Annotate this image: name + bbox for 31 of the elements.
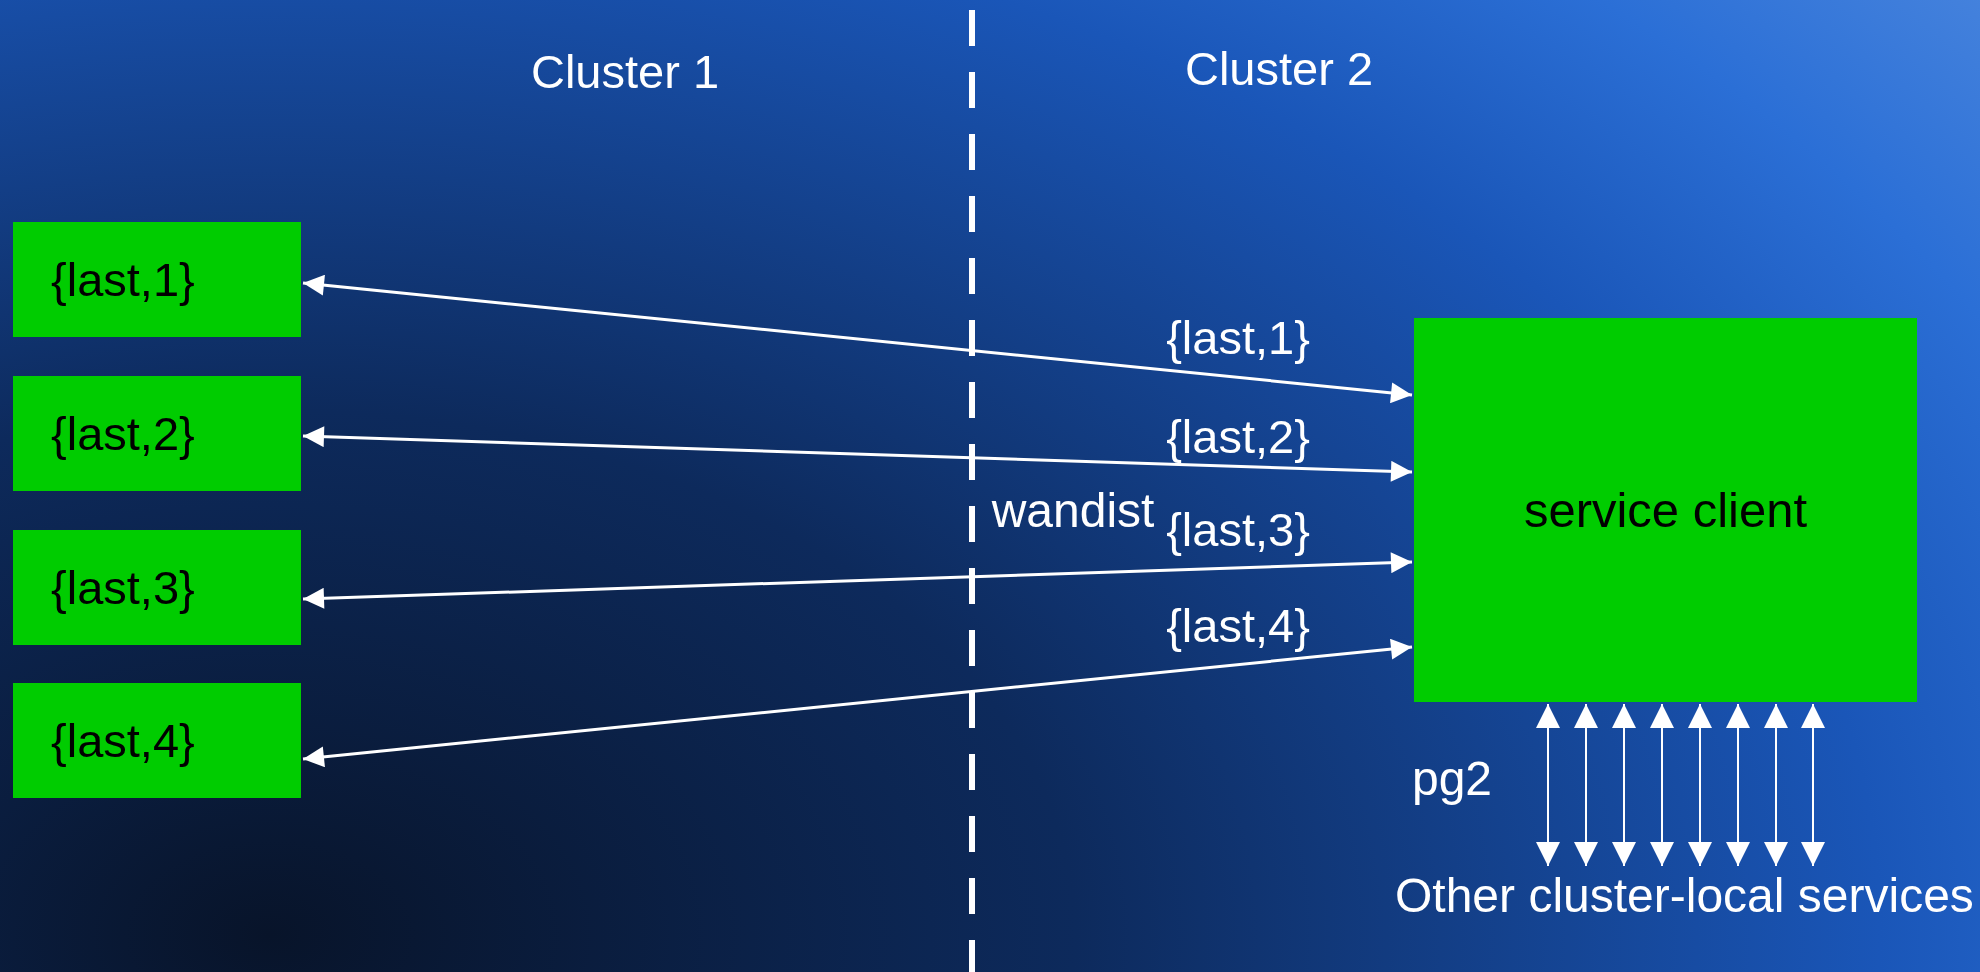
node-label: {last,1} <box>51 252 195 307</box>
process-box <box>13 530 301 645</box>
arrow <box>302 274 1413 404</box>
arrow <box>1726 703 1750 867</box>
process-box <box>13 376 301 491</box>
edge-label: {last,4} <box>1166 599 1310 653</box>
services-label: Other cluster-local services <box>1395 868 1974 924</box>
arrow <box>1688 703 1712 867</box>
edge-label: {last,3} <box>1166 503 1310 557</box>
protocol-label: wandist <box>991 483 1155 539</box>
node-label: {last,2} <box>51 406 195 461</box>
arrow <box>1574 703 1598 867</box>
node-label: service client <box>1523 482 1808 538</box>
edge-label: {last,2} <box>1166 410 1310 464</box>
protocol-label: pg2 <box>1411 751 1493 807</box>
arrow <box>302 552 1413 609</box>
arrow <box>1764 703 1788 867</box>
arrow <box>1650 703 1674 867</box>
node-label: {last,3} <box>51 560 195 615</box>
process-box <box>13 222 301 337</box>
edge-label: {last,1} <box>1166 311 1310 365</box>
arrow <box>1536 703 1560 867</box>
cluster-title: Cluster 2 <box>1184 42 1374 96</box>
arrow <box>302 426 1413 482</box>
arrow <box>302 638 1413 768</box>
service-box <box>1414 318 1917 702</box>
process-box <box>13 683 301 798</box>
arrow <box>1801 703 1825 867</box>
node-label: {last,4} <box>51 713 195 768</box>
cluster-title: Cluster 1 <box>530 45 720 99</box>
arrow <box>1612 703 1636 867</box>
